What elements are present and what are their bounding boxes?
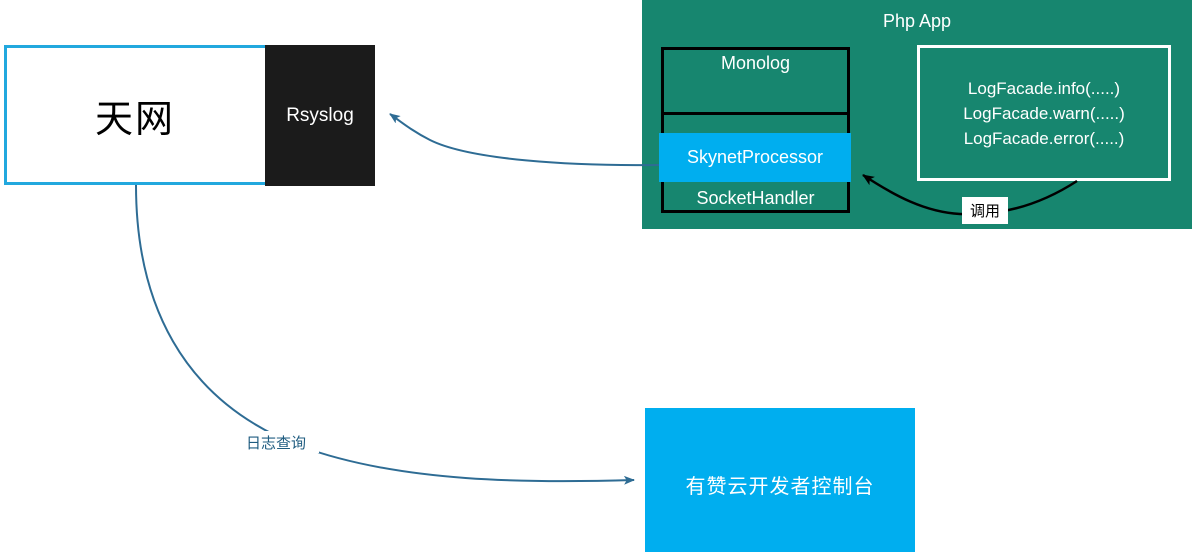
socket-handler-label: SocketHandler [696, 188, 815, 208]
php-app-title: Php App [882, 11, 952, 31]
skynet-node-label: 天网 [94, 98, 175, 141]
monolog-node[interactable] [661, 47, 850, 213]
log-facade-line-warn: LogFacade.warn(.....) [963, 103, 1125, 123]
edge-skynet-to-console [135, 184, 635, 485]
edge-processor-to-rsyslog [389, 113, 660, 167]
log-facade-line-error: LogFacade.error(.....) [963, 128, 1125, 148]
youzan-console-node[interactable]: 有赞云开发者控制台 [645, 408, 915, 552]
log-facade-node[interactable]: LogFacade.info(.....) LogFacade.warn(...… [917, 45, 1171, 181]
edge-label-call: 调用 [962, 197, 1008, 224]
monolog-node-label: Monolog [720, 53, 791, 73]
rsyslog-node[interactable]: Rsyslog [265, 45, 375, 186]
edge-label-log-query: 日志查询 [233, 431, 319, 453]
skynet-processor-node[interactable]: SkynetProcessor [659, 133, 851, 182]
monolog-divider [661, 112, 850, 115]
log-facade-line-info: LogFacade.info(.....) [967, 78, 1121, 98]
